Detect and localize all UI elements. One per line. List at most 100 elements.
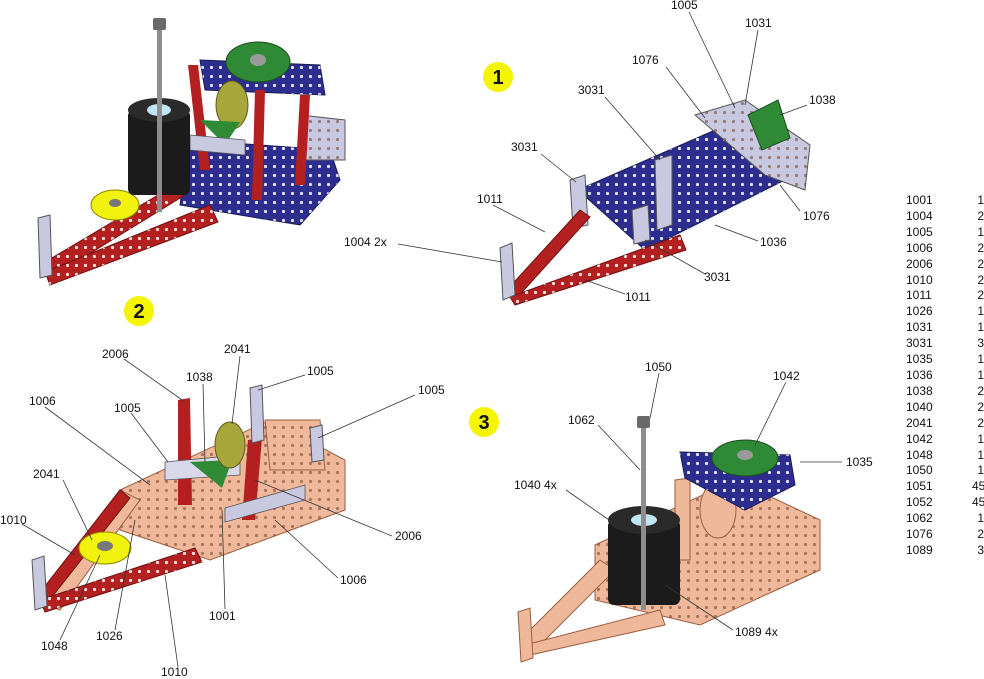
parts-list-row: 1042 1 bbox=[906, 432, 984, 448]
part-number: 1051 bbox=[906, 479, 933, 494]
final-model bbox=[37, 18, 346, 286]
step-badge-2: 2 bbox=[124, 296, 154, 326]
callout-label: 1026 bbox=[96, 629, 123, 643]
parts-list-row: 1010 2 bbox=[906, 273, 984, 289]
callout-label: 1011 bbox=[477, 192, 503, 206]
callout-label: 1005 bbox=[307, 364, 334, 378]
parts-list-row: 1076 2 bbox=[906, 527, 984, 543]
part-number: 1050 bbox=[906, 463, 933, 478]
callout-label: 1001 bbox=[209, 609, 236, 623]
callout-label: 1031 bbox=[745, 16, 772, 30]
parts-list-row: 2041 2 bbox=[906, 416, 984, 432]
part-quantity: 1 bbox=[977, 304, 984, 319]
callout-label: 2041 bbox=[224, 342, 251, 356]
step-2-callouts: 2006 2041 1005 1038 1005 1006 1005 2041 … bbox=[0, 342, 445, 679]
part-number: 1052 bbox=[906, 495, 933, 510]
part-number: 1011 bbox=[906, 288, 932, 303]
part-quantity: 45 bbox=[972, 479, 984, 494]
part-quantity: 2 bbox=[977, 208, 984, 223]
part-quantity: 1 bbox=[977, 463, 984, 478]
part-quantity: 2 bbox=[977, 288, 984, 303]
part-quantity: 3 bbox=[977, 336, 984, 351]
svg-text:3: 3 bbox=[478, 412, 489, 434]
part-number: 1042 bbox=[906, 431, 933, 446]
callout-label: 1038 bbox=[809, 93, 836, 107]
callout-label: 1038 bbox=[186, 370, 213, 384]
callout-label: 2041 bbox=[33, 467, 60, 481]
svg-text:2: 2 bbox=[133, 301, 144, 323]
callout-label: 1076 bbox=[803, 209, 830, 223]
part-quantity: 1 bbox=[977, 431, 984, 446]
callout-label: 1048 bbox=[41, 639, 68, 653]
parts-list-row: 1026 1 bbox=[906, 304, 984, 320]
callout-label: 1089 4x bbox=[735, 625, 778, 639]
part-number: 2006 bbox=[906, 256, 933, 271]
part-number: 1038 bbox=[906, 383, 933, 398]
part-number: 1040 bbox=[906, 399, 933, 414]
part-number: 1048 bbox=[906, 447, 933, 462]
step-3-illustration bbox=[517, 416, 821, 663]
parts-list-row: 2006 2 bbox=[906, 257, 984, 273]
part-quantity: 1 bbox=[977, 352, 984, 367]
part-quantity: 2 bbox=[977, 527, 984, 542]
parts-list-row: 1051 45 bbox=[906, 479, 984, 495]
parts-list-row: 1035 1 bbox=[906, 352, 984, 368]
part-quantity: 1 bbox=[977, 193, 984, 207]
step-2-illustration bbox=[31, 384, 346, 613]
part-number: 1006 bbox=[906, 240, 933, 255]
callout-label: 1010 bbox=[161, 665, 188, 679]
callout-label: 1005 bbox=[671, 0, 698, 12]
part-number: 1004 bbox=[906, 208, 933, 223]
part-number: 1026 bbox=[906, 304, 933, 319]
part-number: 1089 bbox=[906, 542, 933, 557]
part-quantity: 2 bbox=[977, 272, 984, 287]
callout-label: 1006 bbox=[29, 394, 56, 408]
part-number: 1076 bbox=[906, 527, 933, 542]
part-number: 1035 bbox=[906, 352, 933, 367]
part-number: 1062 bbox=[906, 511, 933, 526]
callout-label: 1005 bbox=[418, 383, 445, 397]
part-quantity: 2 bbox=[977, 256, 984, 271]
part-number: 1010 bbox=[906, 272, 933, 287]
parts-list-row: 1050 1 bbox=[906, 463, 984, 479]
callout-label: 2006 bbox=[395, 529, 422, 543]
parts-list-row: 1011 2 bbox=[906, 288, 984, 304]
parts-list-row: 1040 2 bbox=[906, 400, 984, 416]
callout-label: 1035 bbox=[846, 455, 873, 469]
part-quantity: 1 bbox=[977, 367, 984, 382]
part-quantity: 1 bbox=[977, 320, 984, 335]
callout-label: 1036 bbox=[760, 235, 787, 249]
callout-label: 1005 bbox=[114, 401, 141, 415]
parts-list-row: 3031 3 bbox=[906, 336, 984, 352]
step-3-callouts: 1050 1042 1062 1035 1040 4x 1089 4x bbox=[514, 360, 873, 639]
step-1-illustration bbox=[499, 99, 811, 306]
part-number: 2041 bbox=[906, 415, 933, 430]
step-badge-3: 3 bbox=[469, 407, 499, 437]
callout-label: 1010 bbox=[0, 513, 27, 527]
callout-label: 2006 bbox=[102, 347, 129, 361]
callout-label: 1076 bbox=[632, 53, 659, 67]
parts-list-row: 1004 2 bbox=[906, 209, 984, 225]
step-badge-1: 1 bbox=[483, 62, 513, 92]
part-quantity: 2 bbox=[977, 399, 984, 414]
parts-list-row: 1048 1 bbox=[906, 448, 984, 464]
callout-label: 1004 2x bbox=[344, 235, 387, 249]
callout-label: 3031 bbox=[704, 270, 731, 284]
part-number: 1005 bbox=[906, 224, 933, 239]
part-quantity: 1 bbox=[977, 447, 984, 462]
callout-label: 1011 bbox=[625, 290, 651, 304]
part-number: 3031 bbox=[906, 336, 933, 351]
callout-label: 1042 bbox=[773, 369, 800, 383]
part-quantity: 2 bbox=[977, 415, 984, 430]
callout-label: 1050 bbox=[645, 360, 672, 374]
